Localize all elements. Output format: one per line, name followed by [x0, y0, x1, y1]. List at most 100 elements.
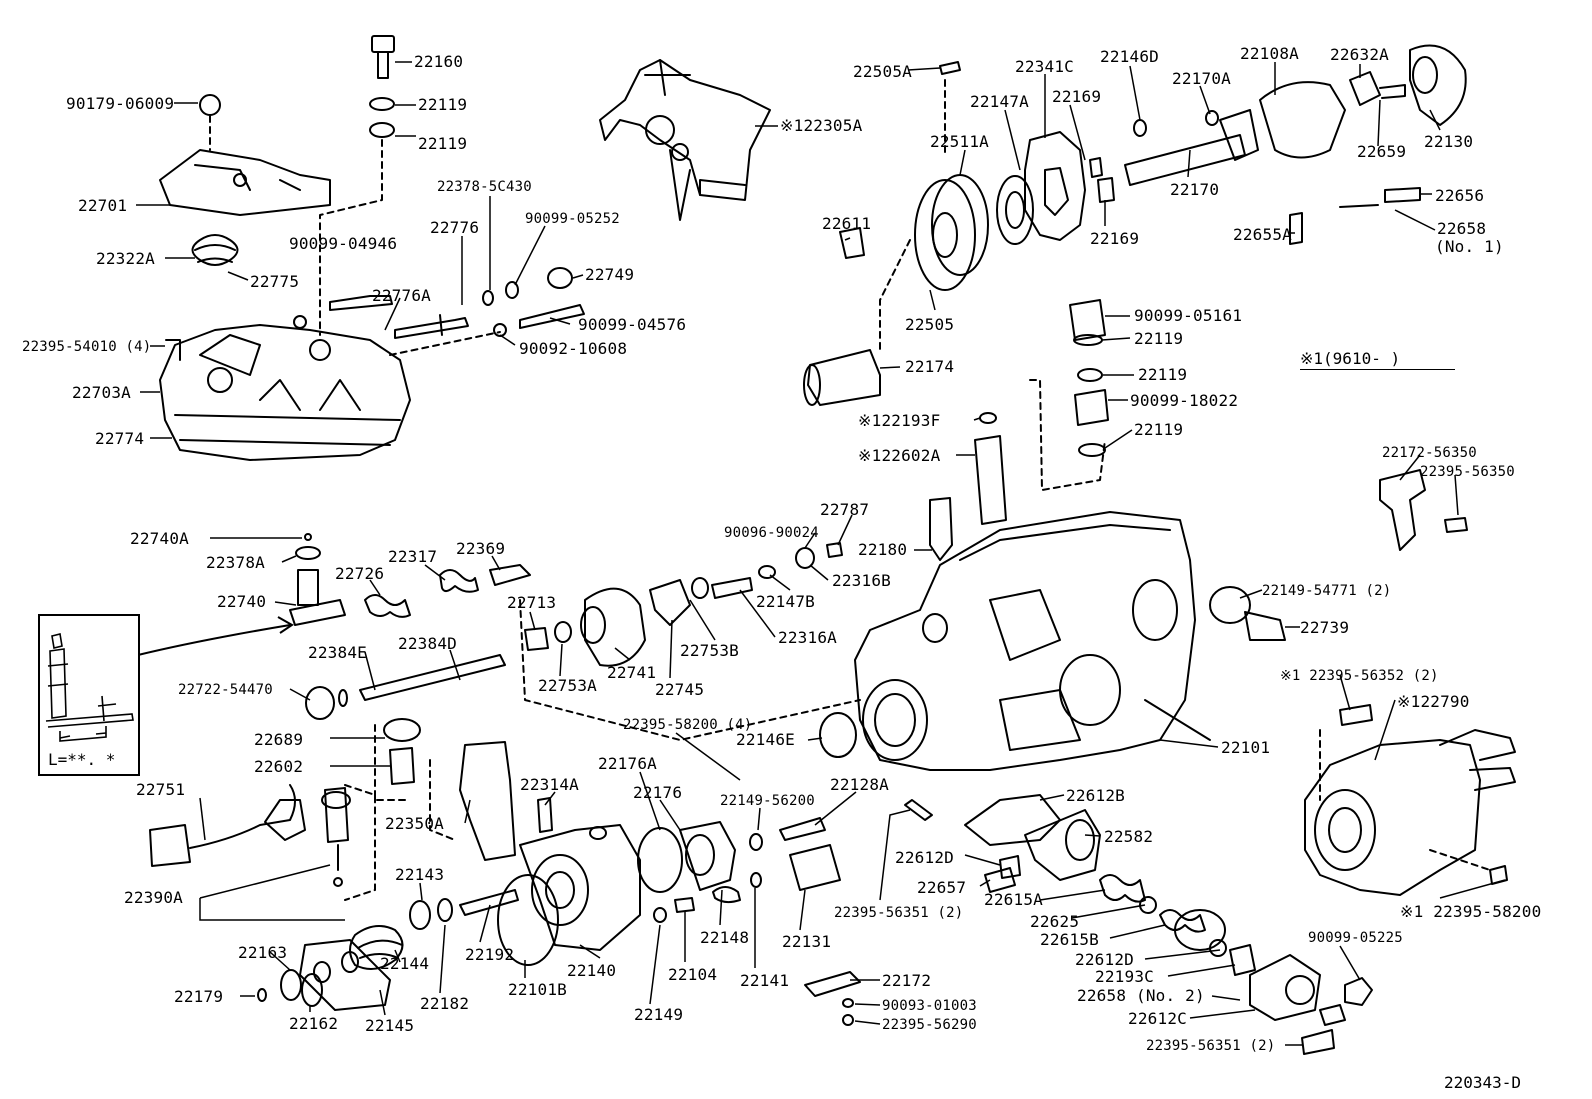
part-label-22148: 22148 [700, 928, 750, 947]
part-label-22192: 22192 [465, 945, 515, 964]
part-label-22505: 22505 [905, 315, 955, 334]
inset-arrow [137, 616, 294, 656]
part-label-22739: 22739 [1300, 618, 1350, 637]
part-label-122305A: ※122305A [780, 116, 863, 135]
inset-length-label: L=**. * [48, 750, 116, 769]
part-label-22745: 22745 [655, 680, 705, 699]
part-label-22511A: 22511A [930, 132, 989, 151]
part-label-90099-05225: 90099-05225 [1308, 930, 1403, 946]
part-label-22395-56350: 22395-56350 [1420, 464, 1515, 480]
part-label-90092-10608: 90092-10608 [519, 339, 628, 358]
part-label-22384D: 22384D [398, 634, 457, 653]
part-label-22582: 22582 [1104, 827, 1154, 846]
part-label-22689: 22689 [254, 730, 304, 749]
part-label-90179: 90179-06009 [66, 94, 175, 113]
part-label-22625: 22625 [1030, 912, 1080, 931]
part-label-22179: 22179 [174, 987, 224, 1006]
part-label-22145: 22145 [365, 1016, 415, 1035]
part-label-22378-5C430: 22378-5C430 [437, 179, 532, 195]
part-label-22726: 22726 [335, 564, 385, 583]
part-label-22612D2: 22612D [1075, 950, 1134, 969]
part-label-22144: 22144 [380, 954, 430, 973]
part-label-22657: 22657 [917, 878, 967, 897]
part-label-22701: 22701 [78, 196, 128, 215]
part-label-22369: 22369 [456, 539, 506, 558]
part-label-90096-90024: 90096-90024 [724, 525, 819, 541]
part-label-22146E: 22146E [736, 730, 795, 749]
part-label-22740A: 22740A [130, 529, 189, 548]
part-label-22160: 22160 [414, 52, 464, 71]
part-label-22740: 22740 [217, 592, 267, 611]
part-label-22341C: 22341C [1015, 57, 1074, 76]
part-label-22140: 22140 [567, 961, 617, 980]
part-label-22751: 22751 [136, 780, 186, 799]
part-label-22317: 22317 [388, 547, 438, 566]
drive-shaft-assembly [803, 44, 1467, 406]
part-label-22193F: ※122193F [858, 411, 941, 430]
timer-advance-group [964, 794, 1373, 1055]
detail-inset: L=**. * [38, 614, 140, 776]
part-label-22656: 22656 [1435, 186, 1485, 205]
part-label-22774: 22774 [95, 429, 145, 448]
part-label-90099-04946: 90099-04946 [289, 234, 398, 253]
part-label-22170: 22170 [1170, 180, 1220, 199]
part-label-22149: 22149 [634, 1005, 684, 1024]
part-label-22104: 22104 [668, 965, 718, 984]
part-label-90099-05161: 90099-05161 [1134, 306, 1243, 325]
part-label-22101: 22101 [1221, 738, 1271, 757]
part-label-22119b: 22119 [418, 134, 468, 153]
range-underline [1300, 369, 1455, 370]
part-label-22163: 22163 [238, 943, 288, 962]
part-label-22395-56352: ※1 22395-56352 (2) [1280, 668, 1439, 684]
part-label-22169a: 22169 [1052, 87, 1102, 106]
part-label-22713: 22713 [507, 593, 557, 612]
part-label-22753A: 22753A [538, 676, 597, 695]
part-label-22722-54470: 22722-54470 [178, 682, 273, 698]
part-label-22395-56351b: 22395-56351 (2) [1146, 1038, 1276, 1054]
part-label-22632A: 22632A [1330, 45, 1389, 64]
part-label-22753B: 22753B [680, 641, 739, 660]
part-label-22615B: 22615B [1040, 930, 1099, 949]
part-label-22612D: 22612D [895, 848, 954, 867]
part-label-22787: 22787 [820, 500, 870, 519]
part-label-22108A: 22108A [1240, 44, 1299, 63]
part-label-22119d: 22119 [1138, 365, 1188, 384]
part-label-22119c: 22119 [1134, 329, 1184, 348]
part-label-22172: 22172 [882, 971, 932, 990]
part-label-22655A: 22655A [1233, 225, 1292, 244]
leader-lines [136, 61, 1506, 1046]
part-label-90099-05252: 90099-05252 [525, 211, 620, 227]
part-label-22749: 22749 [585, 265, 635, 284]
part-label-90093-01003: 90093-01003 [882, 998, 977, 1014]
part-label-22162: 22162 [289, 1014, 339, 1033]
part-label-22775: 22775 [250, 272, 300, 291]
part-label-22141: 22141 [740, 971, 790, 990]
part-label-22378A: 22378A [206, 553, 265, 572]
part-label-22169b: 22169 [1090, 229, 1140, 248]
governor-cover-assembly [159, 35, 585, 461]
pump-body [519, 511, 1286, 771]
part-label-22612C: 22612C [1128, 1009, 1187, 1028]
part-label-22101B: 22101B [508, 980, 567, 999]
detail-inset-drawing [45, 633, 134, 742]
part-label-22119e: 22119 [1134, 420, 1184, 439]
part-label-22149-56200: 22149-56200 [720, 793, 815, 809]
part-label-22130: 22130 [1424, 132, 1474, 151]
part-label-22193C: 22193C [1095, 967, 1154, 986]
part-label-22395-54010: 22395-54010 (4) [22, 339, 152, 355]
part-label-22131: 22131 [782, 932, 832, 951]
part-label-22703A: 22703A [72, 383, 131, 402]
part-label-22395-58200: ※1 22395-58200 [1400, 902, 1542, 921]
part-label-90099-18022: 90099-18022 [1130, 391, 1239, 410]
hydraulic-head-plug [929, 299, 1109, 561]
reference-code: 220343-D [1444, 1073, 1522, 1092]
part-label-22322A: 22322A [96, 249, 155, 268]
part-label-22180: 22180 [858, 540, 908, 559]
lever-bracket [599, 59, 771, 221]
part-label-22174: 22174 [905, 357, 955, 376]
part-label-22658n2: 22658 (No. 2) [1077, 986, 1205, 1005]
part-label-22602: 22602 [254, 757, 304, 776]
part-label-22147B: 22147B [756, 592, 815, 611]
part-label-22658a: 22658 [1437, 219, 1487, 238]
